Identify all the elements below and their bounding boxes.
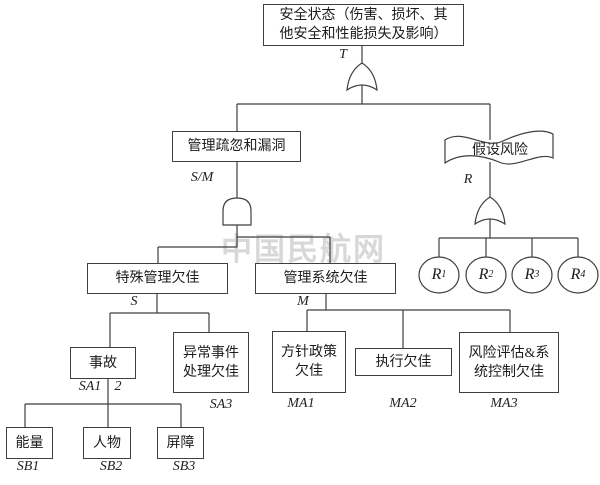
risk-assessment-text-line1: 风险评估&系	[468, 345, 550, 361]
label-SB2: SB2	[99, 459, 123, 474]
label-SB3: SB3	[172, 459, 196, 474]
node-management-system: 管理系统欠佳	[255, 263, 396, 294]
label-MA2: MA2	[389, 396, 417, 411]
abnormal-event-text-line2: 处理欠佳	[183, 364, 239, 380]
specific-management-text: 特殊管理欠佳	[115, 271, 200, 286]
label-SA1: SA1	[78, 379, 102, 394]
node-specific-management: 特殊管理欠佳	[87, 263, 228, 294]
label-SM: S/M	[190, 170, 214, 185]
node-management-oversight: 管理疏忽和漏洞	[172, 131, 301, 162]
management-system-text: 管理系统欠佳	[283, 271, 368, 286]
top-event-text-line1: 安全状态（伤害、损坏、其	[279, 8, 448, 23]
r2-label: R	[478, 266, 489, 283]
implementation-text: 执行欠佳	[375, 354, 432, 370]
r3-subscript: 3	[534, 269, 540, 280]
label-SB1: SB1	[16, 459, 40, 474]
accident-text: 事故	[89, 355, 117, 371]
label-SA3: SA3	[209, 397, 233, 412]
risk-assessment-text-line2: 统控制欠佳	[474, 364, 544, 380]
policy-text-line1: 方针政策	[281, 345, 337, 360]
node-risk-assessment: 风险评估&系 统控制欠佳	[459, 332, 559, 393]
r4-label: R	[570, 266, 581, 283]
node-top-event: 安全状态（伤害、损坏、其 他安全和性能损失及影响）	[263, 4, 464, 46]
node-abnormal-event: 异常事件 处理欠佳	[173, 332, 249, 393]
label-SA1-2: 2	[114, 379, 122, 394]
node-implementation: 执行欠佳	[355, 348, 452, 376]
r3-label: R	[524, 266, 535, 283]
node-person: 人物	[83, 427, 131, 459]
label-R: R	[463, 172, 473, 187]
top-event-text-line2: 他安全和性能损失及影响）	[279, 27, 448, 42]
label-T: T	[339, 47, 347, 62]
assumed-risk-banner	[444, 130, 554, 165]
r2-subscript: 2	[488, 269, 494, 280]
label-MA3: MA3	[490, 396, 518, 411]
node-barrier: 屏障	[157, 427, 204, 459]
assumed-risk-text: 假设风险	[472, 143, 528, 158]
person-text: 人物	[93, 435, 121, 451]
policy-text-line2: 欠佳	[295, 364, 323, 379]
barrier-text: 屏障	[166, 435, 195, 451]
label-M: M	[297, 294, 309, 309]
management-oversight-text: 管理疏忽和漏洞	[187, 139, 286, 154]
and-gate-icon	[222, 197, 252, 226]
node-accident: 事故	[70, 347, 136, 379]
watermark: 中国民航网	[221, 232, 386, 267]
label-MA1: MA1	[287, 396, 315, 411]
r1-subscript: 1	[441, 269, 447, 280]
label-S: S	[130, 294, 138, 309]
r1-label: R	[431, 266, 442, 283]
r4-subscript: 4	[580, 269, 586, 280]
node-policy: 方针政策 欠佳	[272, 331, 346, 393]
node-energy: 能量	[6, 427, 53, 459]
abnormal-event-text-line1: 异常事件	[183, 345, 239, 361]
energy-text: 能量	[15, 435, 44, 451]
